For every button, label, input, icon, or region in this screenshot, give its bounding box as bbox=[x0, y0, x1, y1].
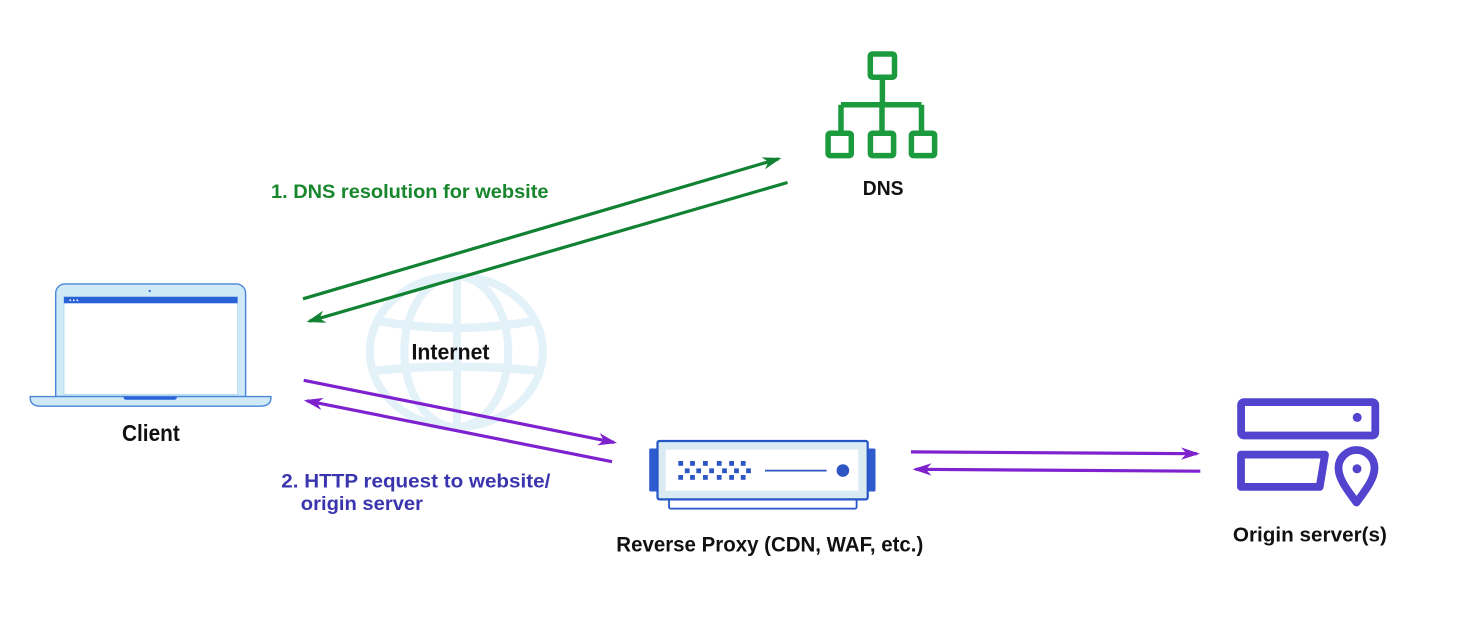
svg-text:Internet: Internet bbox=[412, 340, 491, 365]
svg-text:DNS: DNS bbox=[863, 177, 904, 200]
svg-text:2. HTTP request to website/: 2. HTTP request to website/ bbox=[281, 471, 551, 493]
svg-text:origin server: origin server bbox=[301, 493, 424, 515]
svg-text:Reverse Proxy (CDN, WAF, etc.): Reverse Proxy (CDN, WAF, etc.) bbox=[616, 533, 923, 557]
svg-text:1. DNS resolution for website: 1. DNS resolution for website bbox=[271, 181, 549, 203]
svg-text:Origin server(s): Origin server(s) bbox=[1233, 524, 1387, 547]
svg-text:Client: Client bbox=[122, 420, 180, 446]
